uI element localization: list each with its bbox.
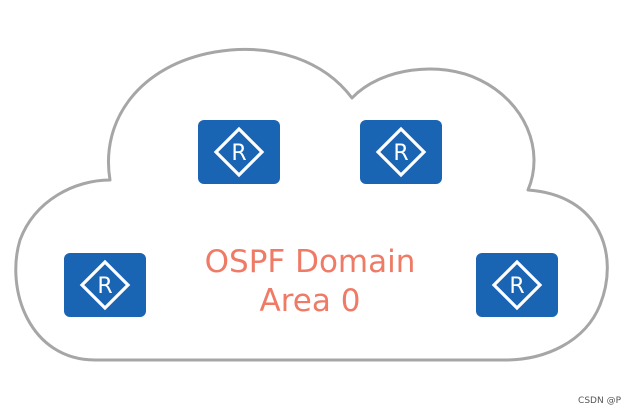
router-label: R: [97, 274, 112, 299]
router-label: R: [231, 141, 246, 166]
router-3: R: [64, 253, 146, 317]
router-4: R: [476, 253, 558, 317]
router-label: R: [393, 141, 408, 166]
area-label: Area 0: [260, 283, 361, 319]
router-box: [198, 120, 280, 184]
router-box: [476, 253, 558, 317]
router-box: [360, 120, 442, 184]
router-diamond-icon: [375, 126, 427, 178]
router-diamond-icon: [213, 126, 265, 178]
router-2: R: [360, 120, 442, 184]
router-1: R: [198, 120, 280, 184]
router-box: [64, 253, 146, 317]
router-diamond-icon: [491, 259, 543, 311]
cloud-outline: [14, 47, 609, 362]
router-label: R: [509, 274, 524, 299]
router-diamond-icon: [79, 259, 131, 311]
watermark: CSDN @P: [578, 396, 621, 406]
domain-title: OSPF Domain: [205, 244, 416, 280]
